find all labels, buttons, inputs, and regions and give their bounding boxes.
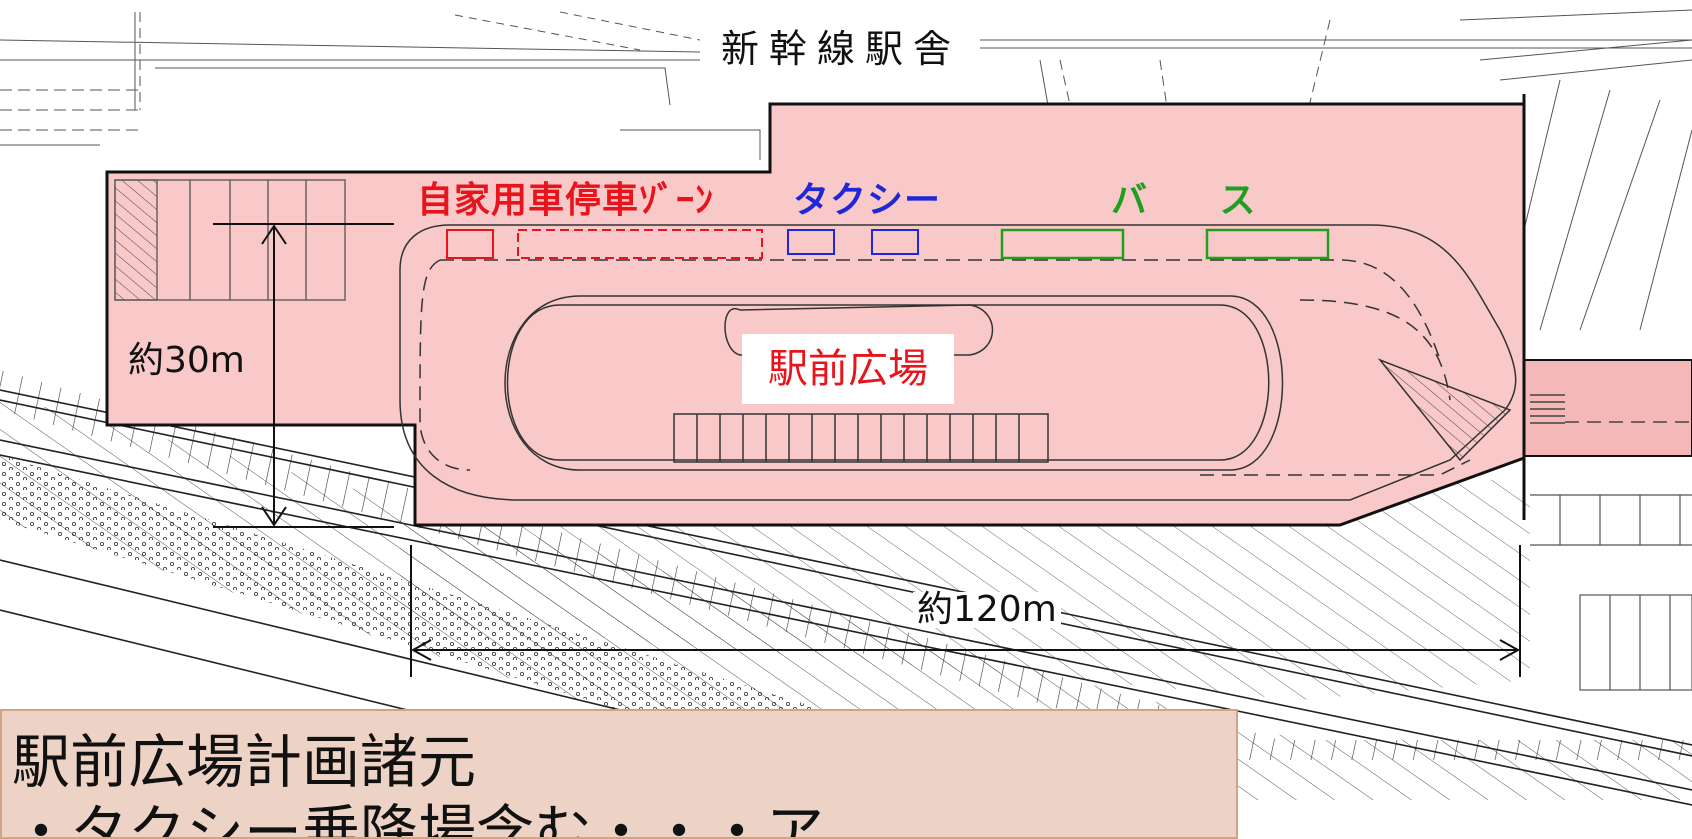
specification-title: 駅前広場計画諸元 bbox=[12, 728, 477, 796]
width-dimension-label: 約30m bbox=[128, 340, 245, 381]
station-building-label: 新幹線駅舎 bbox=[715, 30, 968, 68]
hatched-ground-area bbox=[400, 480, 1530, 700]
length-dimension-label: 約120m bbox=[913, 592, 1061, 628]
dimension-width bbox=[213, 223, 394, 528]
dimension-length bbox=[410, 545, 1521, 677]
specification-subtitle: ・タクシー乗降場含む・・・ア bbox=[12, 798, 825, 839]
plaza-label: 駅前広場 bbox=[742, 334, 954, 404]
station-plaza-area bbox=[105, 102, 1526, 527]
parking-stalls-right bbox=[1530, 494, 1692, 691]
plan-specification-box: 駅前広場計画諸元 ・タクシー乗降場含む・・・ア bbox=[0, 709, 1238, 839]
parking-stalls-left bbox=[114, 179, 346, 301]
circulation-road bbox=[399, 224, 1517, 501]
taxi-label: タクシー bbox=[793, 180, 942, 221]
taxi-stop-zone bbox=[787, 229, 919, 255]
bus-label: バ ス bbox=[1111, 180, 1286, 221]
parking-stalls-center bbox=[673, 413, 1049, 463]
connection-strip bbox=[1523, 359, 1692, 457]
car-stop-zone bbox=[446, 229, 763, 259]
private-car-zone-label: 自家用車停車ｿﾞｰﾝ bbox=[417, 180, 715, 221]
bus-stop-zone bbox=[1000, 228, 1330, 260]
